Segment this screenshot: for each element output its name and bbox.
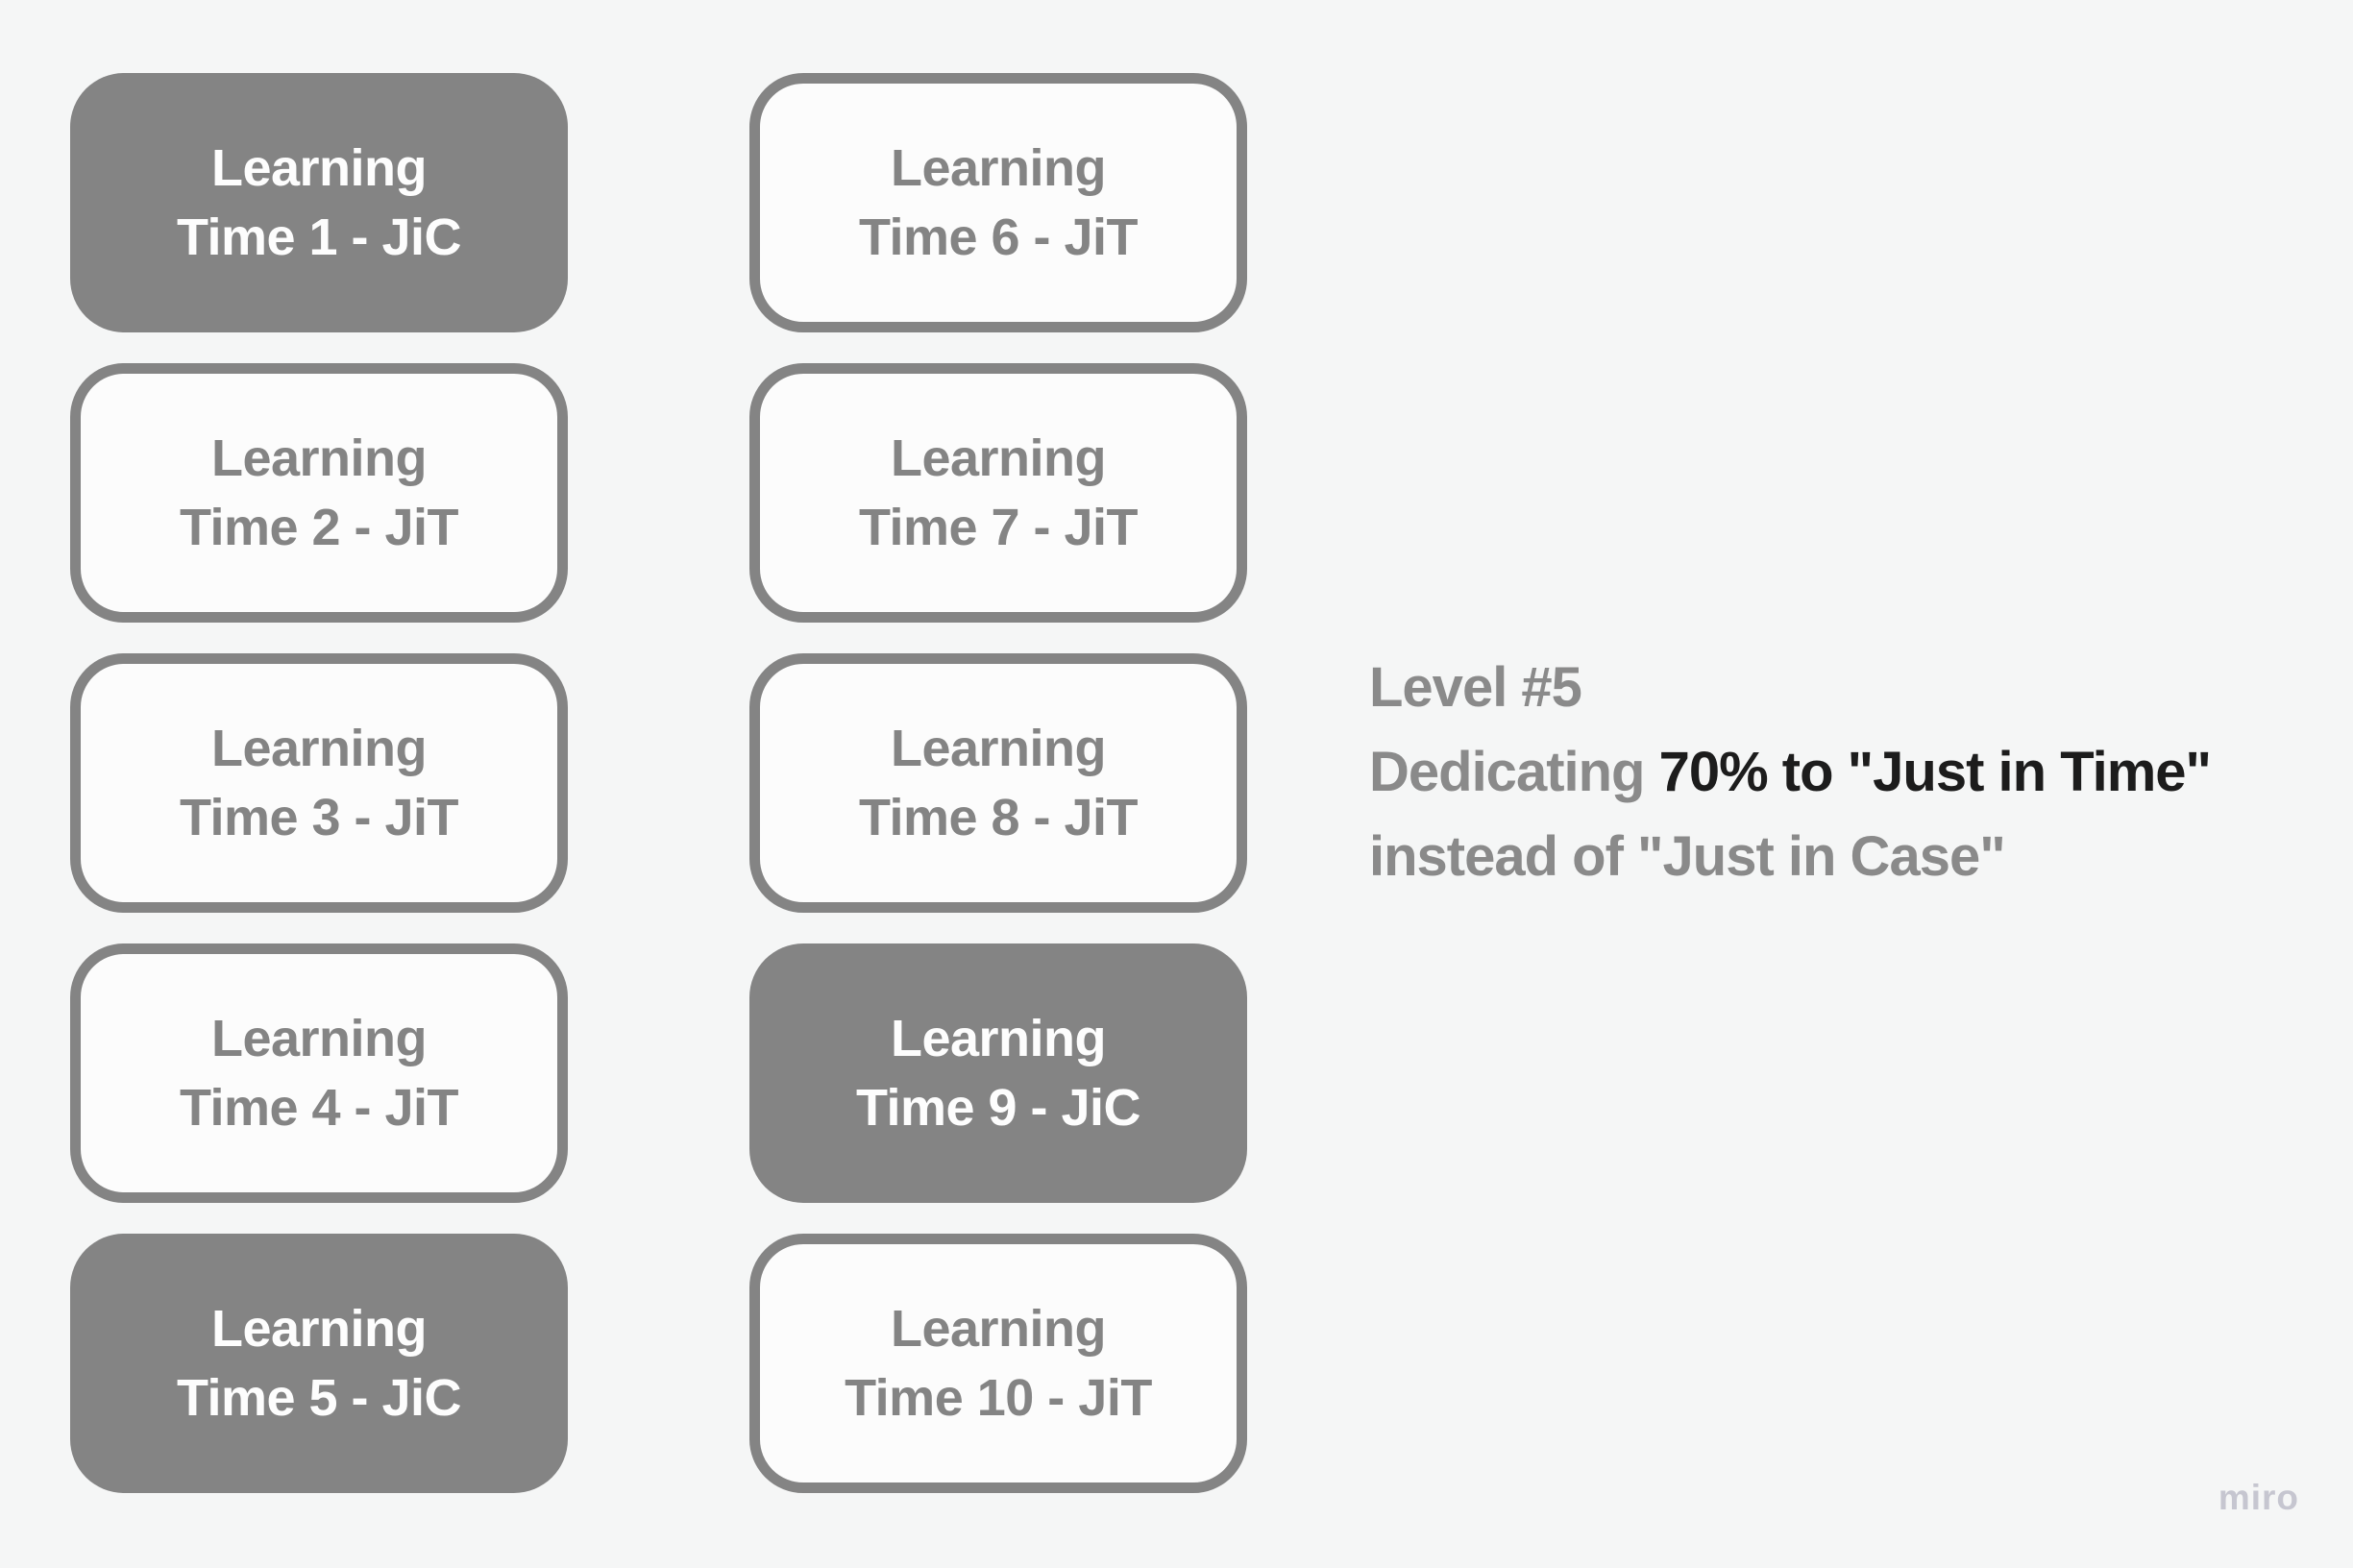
annotation-line-3: instead of "Just in Case" bbox=[1369, 825, 2006, 888]
card-learning-time-1[interactable]: Learning Time 1 - JiC bbox=[70, 73, 568, 332]
card-label-line2: Time 9 - JiC bbox=[855, 1079, 1141, 1137]
level-annotation[interactable]: Level #5 Dedicating 70% to "Just in Time… bbox=[1369, 646, 2212, 899]
card-learning-time-10[interactable]: Learning Time 10 - JiT bbox=[749, 1234, 1247, 1493]
card-learning-time-2[interactable]: Learning Time 2 - JiT bbox=[70, 363, 568, 623]
card-label-line1: Learning bbox=[890, 719, 1107, 777]
card-learning-time-6[interactable]: Learning Time 6 - JiT bbox=[749, 73, 1247, 332]
annotation-line-2: Dedicating 70% to "Just in Time" bbox=[1369, 730, 2212, 815]
card-label-line2: Time 6 - JiT bbox=[858, 208, 1139, 266]
card-label-line2: Time 7 - JiT bbox=[858, 499, 1139, 556]
card-label-line1: Learning bbox=[890, 1299, 1107, 1358]
card-label-line1: Learning bbox=[210, 1009, 428, 1067]
card-learning-time-8[interactable]: Learning Time 8 - JiT bbox=[749, 653, 1247, 913]
annotation-line-1: Level #5 bbox=[1369, 656, 1582, 719]
annotation-line-2-prefix: Dedicating bbox=[1369, 741, 1659, 803]
card-label-line1: Learning bbox=[890, 429, 1107, 487]
card-label-line2: Time 3 - JiT bbox=[179, 789, 459, 846]
card-learning-time-4[interactable]: Learning Time 4 - JiT bbox=[70, 943, 568, 1203]
card-learning-time-7[interactable]: Learning Time 7 - JiT bbox=[749, 363, 1247, 623]
annotation-line-2-emphasis: 70% to "Just in Time" bbox=[1658, 741, 2212, 803]
card-label-line1: Learning bbox=[210, 429, 428, 487]
card-label-line2: Time 5 - JiC bbox=[176, 1369, 462, 1427]
card-label-line2: Time 2 - JiT bbox=[179, 499, 459, 556]
card-learning-time-3[interactable]: Learning Time 3 - JiT bbox=[70, 653, 568, 913]
card-learning-time-9[interactable]: Learning Time 9 - JiC bbox=[749, 943, 1247, 1203]
card-label-line1: Learning bbox=[210, 138, 428, 197]
card-label-line2: Time 10 - JiT bbox=[845, 1369, 1152, 1427]
card-column-left: Learning Time 1 - JiC Learning Time 2 - … bbox=[70, 73, 568, 1493]
card-label-line1: Learning bbox=[890, 138, 1107, 197]
card-label-line2: Time 8 - JiT bbox=[858, 789, 1139, 846]
miro-watermark: miro bbox=[2218, 1478, 2299, 1517]
card-label-line1: Learning bbox=[890, 1009, 1107, 1067]
card-column-right: Learning Time 6 - JiT Learning Time 7 - … bbox=[749, 73, 1247, 1493]
card-label-line1: Learning bbox=[210, 1299, 428, 1358]
card-learning-time-5[interactable]: Learning Time 5 - JiC bbox=[70, 1234, 568, 1493]
card-label-line2: Time 4 - JiT bbox=[179, 1079, 459, 1137]
card-label-line1: Learning bbox=[210, 719, 428, 777]
card-label-line2: Time 1 - JiC bbox=[176, 208, 462, 266]
